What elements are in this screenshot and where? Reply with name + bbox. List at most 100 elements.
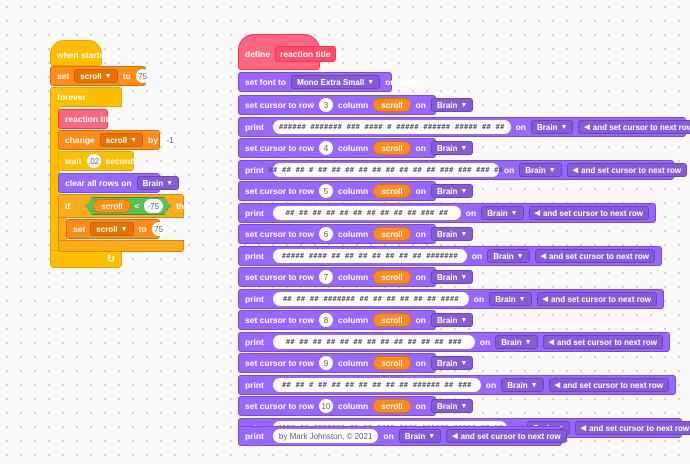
scroll-reporter[interactable]: scroll [373, 356, 411, 370]
brain-dropdown[interactable]: Brain▼ [531, 120, 574, 134]
brain-dropdown[interactable]: Brain▼ [501, 378, 544, 392]
next-row-dropdown[interactable]: ◀and set cursor to next row [578, 120, 690, 134]
print-text-input[interactable]: ###### ####### ### #### # ##### ###### #… [272, 120, 511, 134]
scroll-reporter[interactable]: scroll [373, 98, 411, 112]
forever-label: forever [57, 92, 86, 102]
scroll-reporter[interactable]: scroll [93, 199, 130, 213]
print-text-input[interactable]: ## ## ## ## ## ## ## ## ## ## ## ## ### [272, 335, 475, 349]
set-font-block[interactable]: set font to Mono Extra Small ▼ on Brain [238, 72, 422, 92]
print-text-input[interactable]: ## ## ## ## ## ## ## ## ## ## ### ## [272, 206, 461, 220]
inner-set-scroll-block[interactable]: set scroll ▼ to 75 [66, 219, 166, 239]
print-block[interactable]: print## ## ## # ## ## ## ## ## ## ## ## … [238, 160, 688, 180]
next-row-dropdown[interactable]: ◀and set cursor to next row [528, 206, 649, 220]
dropdown-arrow-icon: ▼ [460, 273, 468, 281]
print-text-input[interactable]: ## ## ## ####### ## ## ## ## ## ## #### [272, 292, 469, 306]
print-block[interactable]: print## ## ## ## ## ## ## ## ## ## ### #… [238, 203, 656, 223]
scroll-reporter[interactable]: scroll [373, 313, 411, 327]
print-block[interactable]: print## ## ## ####### ## ## ## ## ## ## … [238, 289, 664, 309]
value-input[interactable]: 75 [151, 222, 166, 236]
if-block[interactable]: if scroll < -75 then [58, 194, 194, 218]
dropdown-arrow-icon: ◀ [580, 425, 587, 432]
brain-dropdown[interactable]: Brain▼ [430, 227, 474, 241]
row-input[interactable]: 5 [318, 184, 333, 198]
brain-dropdown[interactable]: Brain▼ [430, 98, 474, 112]
brain-dropdown[interactable]: Brain ▼ [136, 176, 180, 190]
next-row-dropdown[interactable]: ◀and set cursor to next row [574, 421, 690, 435]
row-input[interactable]: 3 [318, 98, 333, 112]
row-input[interactable]: 10 [318, 399, 333, 413]
compare-input[interactable]: -75 [144, 199, 164, 213]
brain-dropdown[interactable]: Brain▼ [519, 163, 562, 177]
less-than-condition[interactable]: scroll < -75 [85, 197, 171, 215]
brain-dropdown[interactable]: Brain▼ [430, 356, 474, 370]
forever-block[interactable]: forever [50, 87, 122, 107]
credit-text-input[interactable]: by Mark Johnston, © 2021 [272, 429, 379, 443]
brain-dropdown[interactable]: Brain▼ [430, 184, 474, 198]
next-row-label: and set cursor to next row [460, 431, 561, 441]
row-input[interactable]: 9 [318, 356, 333, 370]
scroll-reporter[interactable]: scroll [373, 399, 411, 413]
brain-dropdown[interactable]: Brain▼ [430, 270, 474, 284]
set-scroll-block[interactable]: set scroll ▼ to 75 [50, 66, 150, 86]
wait-input[interactable]: .02 [86, 154, 101, 168]
brain-dropdown[interactable]: Brain▼ [430, 399, 474, 413]
print-text-input[interactable]: ## ## # ## ## ## ## ## ## ## ###### ## #… [272, 378, 481, 392]
next-row-dropdown[interactable]: ◀and set cursor to next row [534, 249, 655, 263]
brain-dropdown[interactable]: Brain▼ [398, 429, 442, 443]
dropdown-arrow-icon: ▼ [130, 136, 138, 144]
brain-dropdown[interactable]: Brain▼ [430, 313, 474, 327]
value-input[interactable]: -1 [162, 133, 177, 147]
on-label: on [515, 122, 526, 132]
wait-block[interactable]: wait .02 seconds [58, 151, 140, 171]
print-text-input[interactable]: ##### #### ## ## ## ## ## ## ## ####### [272, 249, 467, 263]
change-scroll-block[interactable]: change scroll ▼ by -1 [58, 130, 177, 150]
font-dropdown[interactable]: Mono Extra Small ▼ [291, 75, 381, 89]
scroll-reporter[interactable]: scroll [373, 227, 411, 241]
on-label: on [415, 315, 426, 325]
column-label: column [337, 100, 369, 110]
brain-dropdown[interactable]: Brain▼ [487, 249, 530, 263]
next-row-dropdown[interactable]: ◀and set cursor to next row [548, 378, 669, 392]
scroll-reporter[interactable]: scroll [373, 270, 411, 284]
reaction-title-call-block[interactable]: reaction title [58, 109, 116, 129]
brain-name: Brain [501, 337, 522, 347]
scroll-reporter[interactable]: scroll [373, 141, 411, 155]
next-row-dropdown[interactable]: ◀and set cursor to next row [446, 429, 567, 443]
print-block[interactable]: print##### #### ## ## ## ## ## ## ## ###… [238, 246, 662, 266]
next-row-dropdown[interactable]: ◀and set cursor to next row [536, 292, 657, 306]
row-input[interactable]: 7 [318, 270, 333, 284]
brain-dropdown[interactable]: Brain▼ [489, 292, 532, 306]
next-row-dropdown[interactable]: ◀and set cursor to next row [542, 335, 663, 349]
print-block[interactable]: print## ## # ## ## ## ## ## ## ## ######… [238, 375, 676, 395]
print-text-input[interactable]: ## ## ## # ## ## ## ## ## ## ## ## ## ##… [269, 163, 503, 177]
print-label: print [245, 122, 264, 132]
variable-dropdown[interactable]: scroll ▼ [99, 133, 144, 147]
variable-dropdown[interactable]: scroll ▼ [74, 69, 118, 83]
print-block[interactable]: print## ## ## ## ## ## ## ## ## ## ## ##… [238, 332, 670, 352]
brain-dropdown[interactable]: Brain▼ [481, 206, 524, 220]
print-label: print [245, 431, 264, 441]
next-row-dropdown[interactable]: ◀and set cursor to next row [566, 163, 688, 177]
brain-dropdown[interactable]: Brain▼ [430, 141, 474, 155]
when-started-hat-block[interactable]: when started [50, 40, 109, 66]
value-input[interactable]: 75 [135, 69, 150, 83]
dropdown-arrow-icon: ▼ [516, 252, 524, 260]
brain-dropdown[interactable]: Brain▼ [495, 335, 538, 349]
clear-rows-block[interactable]: clear all rows on Brain ▼ [58, 173, 180, 193]
row-input[interactable]: 4 [318, 141, 333, 155]
variable-dropdown[interactable]: scroll ▼ [90, 222, 134, 236]
print-block[interactable]: print ###### ####### ### #### # ##### ###… [238, 117, 690, 137]
row-input[interactable]: 6 [318, 227, 333, 241]
define-hat-block[interactable]: define reaction title [238, 34, 336, 70]
scroll-reporter[interactable]: scroll [373, 184, 411, 198]
row-input[interactable]: 8 [318, 313, 333, 327]
